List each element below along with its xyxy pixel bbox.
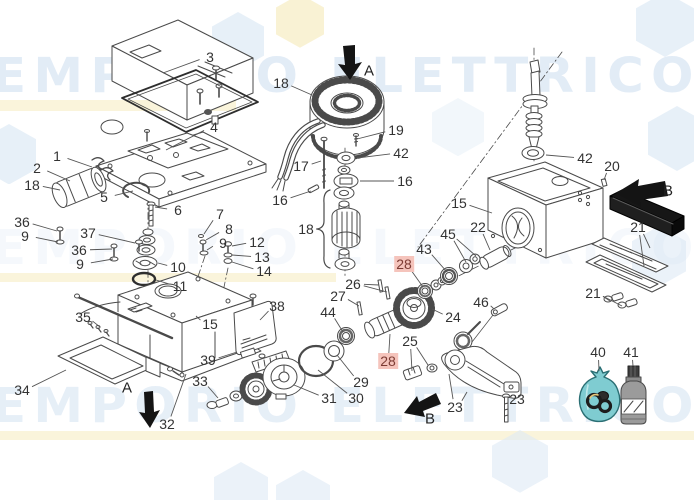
part-callout-18: 18 xyxy=(298,221,314,237)
arrow-b-bottom-icon xyxy=(404,393,441,417)
part-callout-12: 12 xyxy=(249,234,265,250)
capacitor-clamp-spring xyxy=(91,157,114,181)
part-callout-16: 16 xyxy=(397,173,413,189)
part-callout-22: 22 xyxy=(470,219,486,235)
part-callout-36: 36 xyxy=(71,242,87,258)
part-callout-6: 6 xyxy=(174,202,182,218)
part-callout-15: 15 xyxy=(202,316,218,332)
worm-shaft xyxy=(522,59,548,150)
screw-6 xyxy=(146,201,156,227)
lubricant-bottle xyxy=(620,365,647,425)
seal-44 xyxy=(337,327,355,345)
arrow-a-bottom-icon xyxy=(139,391,160,428)
rotor-stack-18 xyxy=(307,151,361,271)
cover-assembly xyxy=(111,19,259,133)
part-callout-14: 14 xyxy=(256,263,272,279)
bearing-29 xyxy=(323,340,345,362)
direction-arrow-label-b: B xyxy=(662,182,674,200)
part-callout-21: 21 xyxy=(630,219,646,235)
direction-arrow-label-a: A xyxy=(121,379,133,397)
arrow-b-right-icon xyxy=(616,179,668,207)
screw-17 xyxy=(320,136,328,189)
part-callout-4: 4 xyxy=(210,119,218,135)
part-callout-43: 43 xyxy=(416,241,432,257)
part-callout-13: 13 xyxy=(254,249,270,265)
part-callout-32: 32 xyxy=(159,416,175,432)
part-callout-42: 42 xyxy=(577,150,593,166)
part-callout-17: 17 xyxy=(293,158,309,174)
part-callout-39: 39 xyxy=(200,352,216,368)
part-callout-30: 30 xyxy=(348,390,364,406)
washers-43-45 xyxy=(430,253,481,291)
part-callout-41: 41 xyxy=(623,344,639,360)
part-callout-31: 31 xyxy=(321,390,337,406)
part-callout-34: 34 xyxy=(14,382,30,398)
part-callout-42: 42 xyxy=(393,145,409,161)
part-callout-36: 36 xyxy=(14,214,30,230)
part-callout-45: 45 xyxy=(440,226,456,242)
part-callout-23: 23 xyxy=(509,391,525,407)
pins-26 xyxy=(377,279,391,300)
part-callout-10: 10 xyxy=(170,259,186,275)
part-callout-25: 25 xyxy=(402,333,418,349)
part-callout-11: 11 xyxy=(172,278,188,294)
part-callout-8: 8 xyxy=(225,221,233,237)
part-callout-21: 21 xyxy=(585,285,601,301)
release-key-46 xyxy=(490,303,508,317)
mounting-bracket-34 xyxy=(57,336,180,385)
screw-23-long xyxy=(502,393,510,423)
part-callout-37: 37 xyxy=(80,225,96,241)
part-callout-9: 9 xyxy=(219,235,227,251)
direction-arrow-label-a: A xyxy=(363,62,375,80)
spacer-22 xyxy=(479,245,512,270)
part-callout-18: 18 xyxy=(24,177,40,193)
part-callout-33: 33 xyxy=(192,373,208,389)
release-lever-23 xyxy=(402,314,522,423)
gearbox-housing-right xyxy=(487,146,608,259)
part-callout-28-highlighted: 28 xyxy=(394,256,414,272)
mounting-plates-21 xyxy=(585,237,669,309)
block-25 xyxy=(402,363,438,381)
part-callout-28-highlighted: 28 xyxy=(378,353,398,369)
part-callout-15: 15 xyxy=(451,195,467,211)
part-callout-27: 27 xyxy=(330,288,346,304)
spares-bag xyxy=(578,366,621,423)
bearing-28-small xyxy=(417,283,433,299)
screws-12-13-14 xyxy=(223,241,233,264)
part-callout-9: 9 xyxy=(21,228,29,244)
part-callout-20: 20 xyxy=(604,158,620,174)
part-callout-2: 2 xyxy=(33,160,41,176)
part-callout-38: 38 xyxy=(269,298,285,314)
part-callout-7: 7 xyxy=(216,206,224,222)
part-callout-3: 3 xyxy=(206,49,214,65)
part-callout-35: 35 xyxy=(75,309,91,325)
motor-wires-17 xyxy=(271,118,326,192)
part-callout-24: 24 xyxy=(445,309,461,325)
part-callout-29: 29 xyxy=(353,374,369,390)
part-callout-23: 23 xyxy=(447,399,463,415)
screws-7-8-9 xyxy=(198,234,209,256)
part-callout-46: 46 xyxy=(473,294,489,310)
output-gear-24 xyxy=(393,287,435,329)
part-callout-44: 44 xyxy=(320,304,336,320)
part-callout-9: 9 xyxy=(76,256,84,272)
part-callout-1: 1 xyxy=(53,148,61,164)
part-callout-16: 16 xyxy=(272,192,288,208)
part-callout-18: 18 xyxy=(273,75,289,91)
flange-31 xyxy=(262,357,306,400)
screws-36-9-37 xyxy=(55,226,143,262)
arrow-a-top-icon xyxy=(338,45,362,80)
part-callout-5: 5 xyxy=(100,189,108,205)
part-callout-40: 40 xyxy=(590,344,606,360)
direction-arrow-label-b: B xyxy=(424,410,436,428)
part-callout-19: 19 xyxy=(388,122,404,138)
screws-35 xyxy=(74,293,174,340)
part-callout-26: 26 xyxy=(345,276,361,292)
